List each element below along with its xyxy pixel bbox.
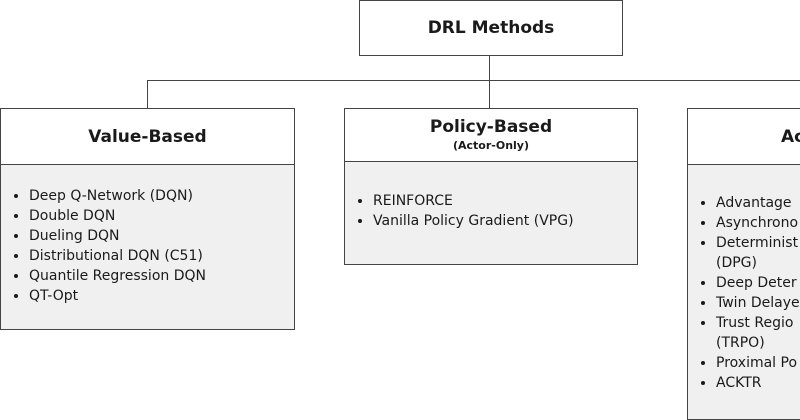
list-item: Twin Delaye xyxy=(716,293,800,313)
category-body: Deep Q-Network (DQN) Double DQN Dueling … xyxy=(0,165,295,330)
list-item: REINFORCE xyxy=(373,191,637,211)
list-item: Quantile Regression DQN xyxy=(29,266,294,286)
list-item: Proximal Po xyxy=(716,353,800,373)
category-body: Advantage Asynchrono Determinist (DPG) D… xyxy=(687,165,800,420)
list-item: Advantage xyxy=(716,193,800,213)
category-value-based: Value-Based Deep Q-Network (DQN) Double … xyxy=(0,108,295,330)
list-item: Trust Regio xyxy=(716,313,800,333)
category-policy-based: Policy-Based (Actor-Only) REINFORCE Vani… xyxy=(344,108,638,265)
category-header: Value-Based xyxy=(0,108,295,165)
method-list: Advantage Asynchrono Determinist (DPG) D… xyxy=(688,165,800,393)
list-item: Determinist xyxy=(716,233,800,253)
category-actor-critic: Ac Advantage Asynchrono Determinist (DPG… xyxy=(687,108,800,420)
category-title: Value-Based xyxy=(88,126,207,147)
root-title: DRL Methods xyxy=(427,18,555,38)
list-item: Deep Q-Network (DQN) xyxy=(29,186,294,206)
list-item: QT-Opt xyxy=(29,286,294,306)
connector-to-value-based xyxy=(147,80,148,108)
method-list: REINFORCE Vanilla Policy Gradient (VPG) xyxy=(345,162,637,231)
list-item: ACKTR xyxy=(716,373,800,393)
category-subtitle: (Actor-Only) xyxy=(452,139,530,152)
list-item-continuation: (TRPO) xyxy=(716,335,765,351)
list-item: Dueling DQN xyxy=(29,226,294,246)
list-item: Asynchrono xyxy=(716,213,800,233)
list-item: Vanilla Policy Gradient (VPG) xyxy=(373,211,637,231)
root-node: DRL Methods xyxy=(359,0,623,56)
connector-to-policy-based xyxy=(489,80,490,108)
list-item: Deep Deter xyxy=(716,273,800,293)
category-title: Ac xyxy=(781,126,800,147)
category-header: Policy-Based (Actor-Only) xyxy=(344,108,638,162)
list-item-continuation: (DPG) xyxy=(716,255,757,271)
method-list: Deep Q-Network (DQN) Double DQN Dueling … xyxy=(1,165,294,306)
list-item: Double DQN xyxy=(29,206,294,226)
category-header: Ac xyxy=(687,108,800,165)
category-title: Policy-Based xyxy=(429,117,553,137)
category-body: REINFORCE Vanilla Policy Gradient (VPG) xyxy=(344,162,638,265)
list-item: Distributional DQN (C51) xyxy=(29,246,294,266)
connector-horizontal xyxy=(147,80,800,81)
connector-root-down xyxy=(489,56,490,81)
